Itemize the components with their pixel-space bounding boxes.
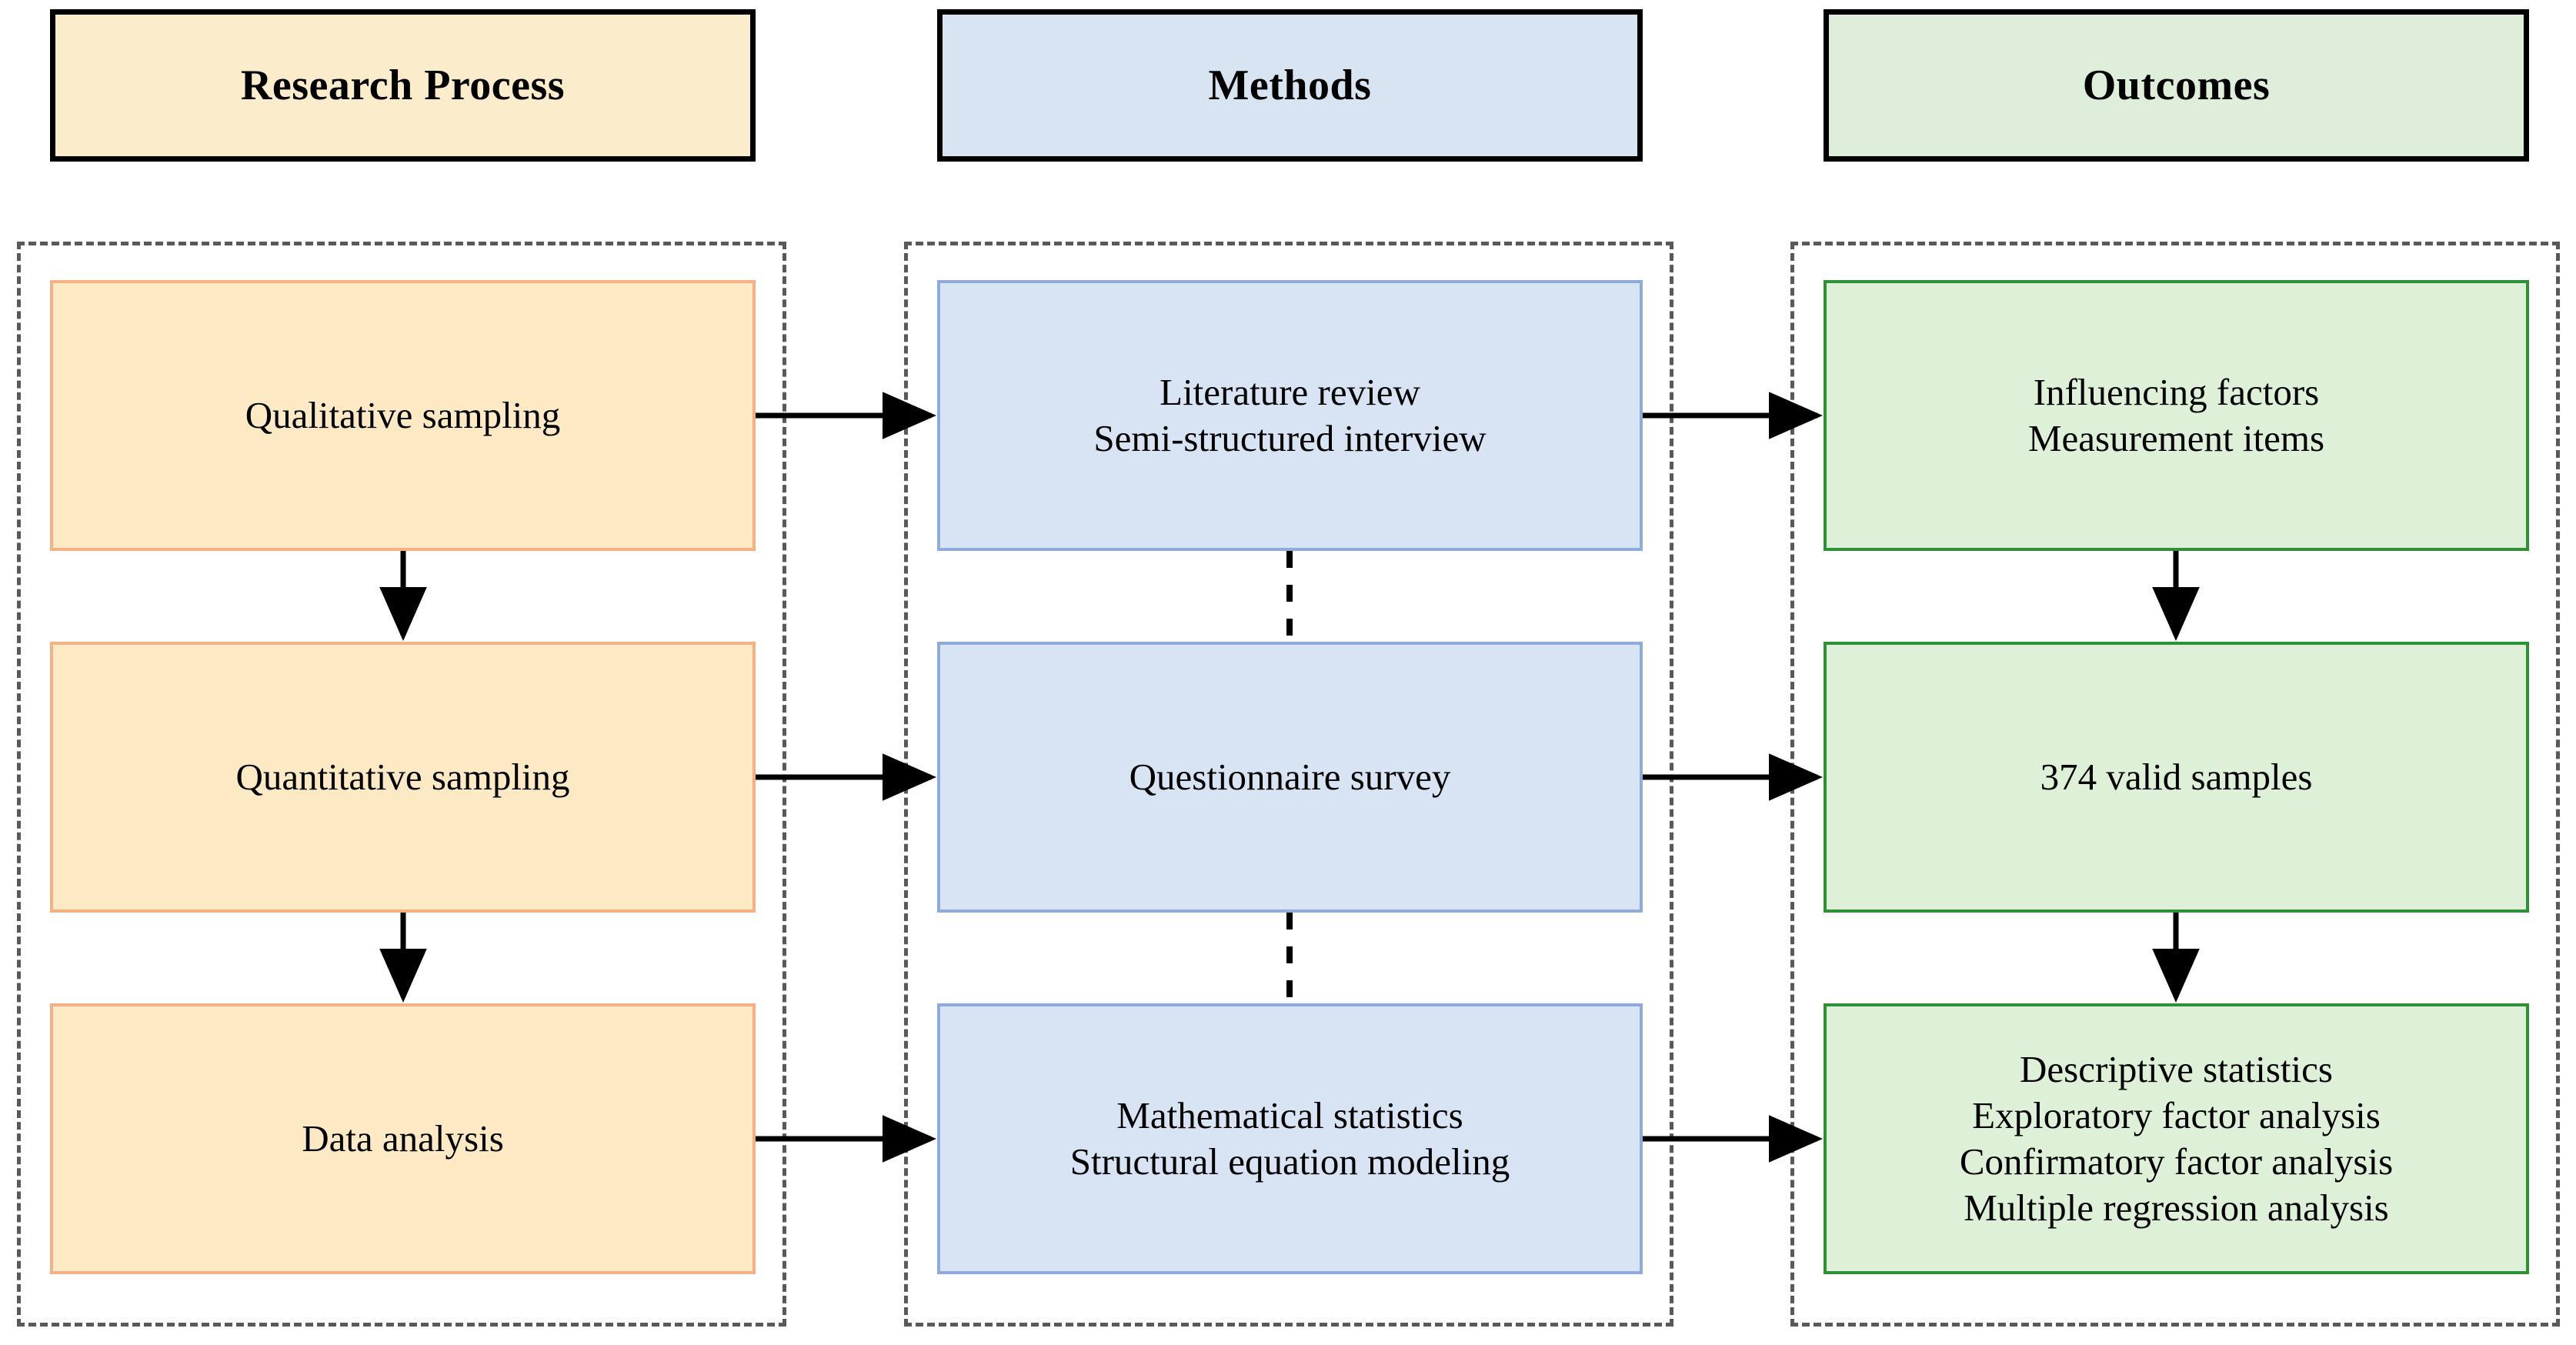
node-line: Data analysis xyxy=(302,1117,504,1160)
header-outcomes: Outcomes xyxy=(1824,9,2529,162)
node-quantitative-sampling[interactable]: Quantitative sampling xyxy=(50,642,756,913)
node-line: Mathematical statistics xyxy=(1116,1094,1463,1137)
node-data-analysis[interactable]: Data analysis xyxy=(50,1003,756,1274)
header-research-process-label: Research Process xyxy=(240,62,566,109)
header-outcomes-label: Outcomes xyxy=(2082,62,2271,109)
node-line: Exploratory factor analysis xyxy=(1972,1094,2381,1137)
header-research-process: Research Process xyxy=(50,9,756,162)
node-line: Measurement items xyxy=(2027,417,2325,459)
node-qualitative-sampling[interactable]: Qualitative sampling xyxy=(50,280,756,551)
node-line: Semi-structured interview xyxy=(1093,417,1487,459)
node-literature-review-interview[interactable]: Literature review Semi-structured interv… xyxy=(937,280,1643,551)
node-line: Structural equation modeling xyxy=(1069,1140,1510,1183)
node-line: 374 valid samples xyxy=(2040,756,2313,799)
node-mathematical-statistics-sem[interactable]: Mathematical statistics Structural equat… xyxy=(937,1003,1643,1274)
header-methods: Methods xyxy=(937,9,1643,162)
node-line: Influencing factors xyxy=(2033,371,2320,414)
node-line: Descriptive statistics xyxy=(2020,1048,2333,1091)
node-valid-samples[interactable]: 374 valid samples xyxy=(1824,642,2529,913)
node-line: Confirmatory factor analysis xyxy=(1959,1140,2394,1183)
node-line: Qualitative sampling xyxy=(245,394,561,437)
node-questionnaire-survey[interactable]: Questionnaire survey xyxy=(937,642,1643,913)
dashed-container-research-process xyxy=(17,242,786,1327)
node-statistical-analyses[interactable]: Descriptive statistics Exploratory facto… xyxy=(1824,1003,2529,1274)
node-line: Multiple regression analysis xyxy=(1964,1186,2389,1229)
node-line: Questionnaire survey xyxy=(1129,756,1451,799)
node-influencing-factors-measurement-items[interactable]: Influencing factors Measurement items xyxy=(1824,280,2529,551)
node-line: Literature review xyxy=(1160,371,1420,414)
header-methods-label: Methods xyxy=(1208,62,1372,109)
node-line: Quantitative sampling xyxy=(235,756,570,799)
